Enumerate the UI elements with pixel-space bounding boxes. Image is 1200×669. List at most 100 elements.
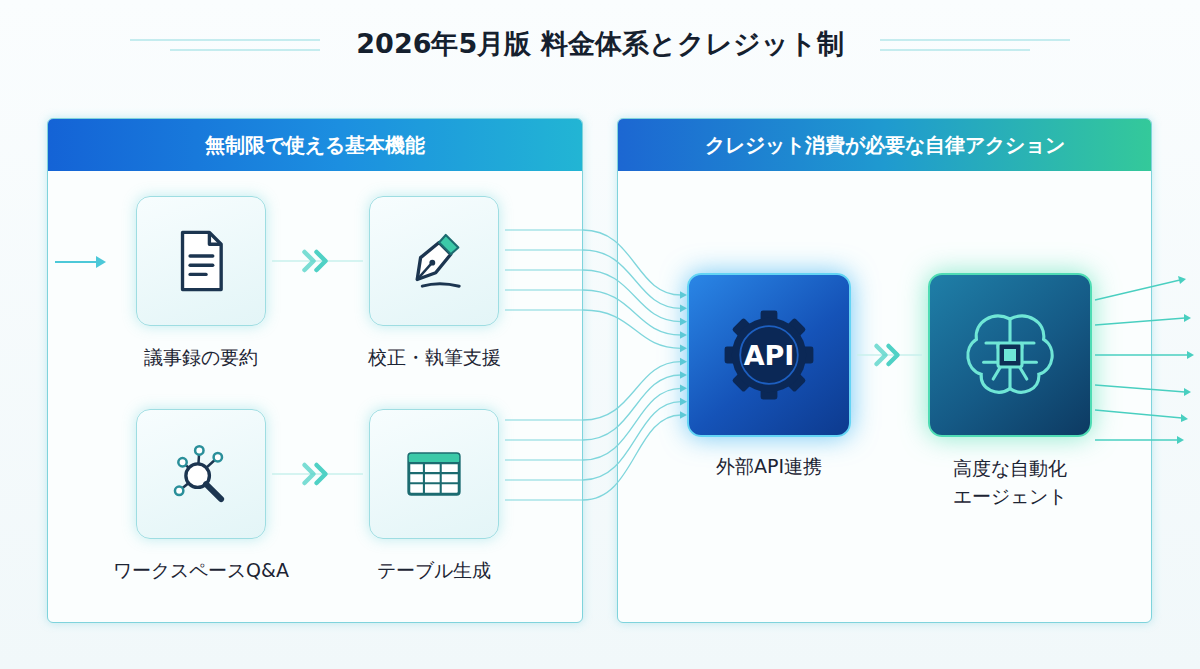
graphic-circle: [429, 260, 435, 266]
connector: [272, 465, 363, 483]
connector-line: [272, 260, 363, 262]
chevron-mark: [317, 252, 326, 270]
node-label: 高度な自動化 エージェント: [940, 455, 1080, 510]
title-rule-line: [130, 39, 320, 40]
graphic-path: [986, 343, 998, 348]
tile-labels: ワークスペースQ&A: [86, 557, 316, 585]
graphic-rect: [998, 343, 1022, 367]
graphic-g: [190, 256, 213, 274]
chevron-mark: [889, 346, 898, 364]
chevron-mark: [877, 346, 886, 364]
feature-tile: 議事録の要約: [116, 196, 286, 386]
graphic-path: [209, 232, 221, 244]
wire-head: [1181, 414, 1188, 422]
graphic-path: [1022, 361, 1036, 364]
feature-tile: テーブル生成: [349, 409, 519, 599]
group-panel: クレジット消費が必要な自律アクション API 外部API連携 高度な自動化 エージェン…: [617, 118, 1152, 623]
graphic-rect: [409, 454, 459, 463]
connector-wire: [583, 270, 681, 322]
pen-icon: [392, 219, 476, 303]
wire-head: [1184, 314, 1191, 322]
connector-wire: [583, 415, 681, 500]
graphic-line: [206, 484, 221, 499]
graphic-line: [409, 462, 459, 464]
chevron-mark: [305, 252, 314, 270]
graphic-line: [190, 264, 213, 267]
graphic-path: [1008, 367, 1011, 389]
arrow-head: [680, 358, 687, 366]
connector-line: [272, 473, 363, 475]
title-rule-line: [880, 39, 1070, 40]
graphic-g: [179, 450, 218, 490]
chevron-mark: [305, 465, 314, 483]
graphic-line: [417, 264, 430, 279]
header-band: クレジット消費が必要な自律アクション: [618, 119, 1151, 171]
graphic-line: [409, 482, 459, 484]
panel-heading: 無制限で使える基本機能: [205, 132, 425, 159]
arrow-head: [680, 331, 687, 339]
node-label: 議事録の要約: [116, 344, 286, 372]
graphic-line: [190, 273, 206, 276]
chevron-mark: [317, 465, 326, 483]
feature-tile: 高度な自動化 エージェント: [925, 273, 1095, 513]
tile-labels: テーブル生成: [349, 557, 519, 585]
graphic-path: [422, 284, 459, 287]
table-icon: [392, 432, 476, 516]
wire-head: [1177, 436, 1184, 444]
wire-head: [1178, 276, 1186, 284]
arrow-head: [680, 384, 687, 392]
diagram-title: 2026年5月版 料金体系とクレジット制: [0, 26, 1200, 62]
connector: [583, 230, 687, 500]
connector-wire: [583, 310, 681, 348]
connector-wire: [583, 402, 681, 480]
connector-wire: [583, 388, 681, 460]
wire-head: [1184, 388, 1191, 396]
graphic-path: [1020, 367, 1027, 379]
icon-box: [136, 409, 266, 539]
connector-wire: [583, 375, 681, 440]
tile-labels: 高度な自動化 エージェント: [940, 455, 1080, 510]
graphic-line: [440, 463, 442, 494]
outgoing-heads: [1177, 276, 1194, 444]
arrow-head: [680, 398, 687, 406]
graphic-g: [968, 316, 1052, 392]
icon-box: [369, 196, 499, 326]
connector-wire: [583, 362, 681, 420]
title-rule-line: [880, 49, 1030, 50]
panel-heading: クレジット消費が必要な自律アクション: [705, 132, 1065, 159]
graphic-circle: [214, 453, 222, 461]
arrow-head: [680, 411, 687, 419]
graphic-circle: [195, 446, 203, 454]
arrow-head: [680, 304, 687, 312]
group-panel: 無制限で使える基本機能議事録の要約 校正・執筆支援ワークスペースQ&A テーブル生成: [47, 118, 583, 623]
arrow-head: [680, 344, 687, 352]
connector: [857, 346, 922, 364]
icon-box: API: [687, 273, 851, 437]
document-icon: [159, 219, 243, 303]
feature-tile: API 外部API連携: [684, 273, 854, 513]
graphic-path: [1022, 343, 1034, 348]
arrow-head: [680, 291, 687, 299]
search-icon: [159, 432, 243, 516]
node-label: テーブル生成: [349, 557, 519, 585]
graphic-path: [183, 232, 222, 289]
tile-labels: 校正・執筆支援: [349, 344, 519, 372]
graphic-path: [439, 235, 458, 254]
graphic-line: [423, 463, 425, 494]
header-band: 無制限で使える基本機能: [48, 119, 582, 171]
connector-line: [857, 354, 922, 356]
node-label: ワークスペースQ&A: [86, 557, 316, 585]
icon-text: API: [689, 340, 849, 371]
graphic-path: [1008, 319, 1011, 343]
connector-wire: [583, 290, 681, 335]
title-rule-line: [170, 49, 320, 50]
feature-tile: ワークスペースQ&A: [86, 409, 316, 599]
graphic-path: [993, 367, 1000, 379]
graphic-g: [175, 446, 222, 495]
node-label: 外部API連携: [684, 453, 854, 481]
graphic-line: [190, 254, 213, 257]
tile-labels: 外部API連携: [684, 453, 854, 481]
arrow-head: [680, 371, 687, 379]
brain-icon: [950, 295, 1070, 415]
